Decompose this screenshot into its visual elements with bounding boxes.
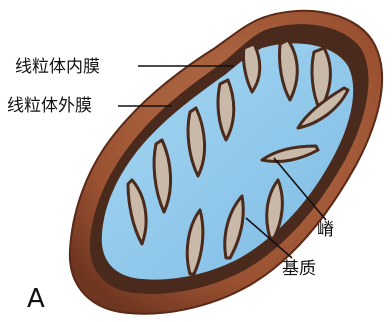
label-inner-membrane: 线粒体内膜 bbox=[15, 59, 100, 76]
panel-letter: A bbox=[27, 286, 45, 312]
label-outer-membrane: 线粒体外膜 bbox=[7, 98, 92, 115]
label-crista: 嵴 bbox=[317, 222, 334, 239]
label-matrix: 基质 bbox=[282, 261, 316, 278]
